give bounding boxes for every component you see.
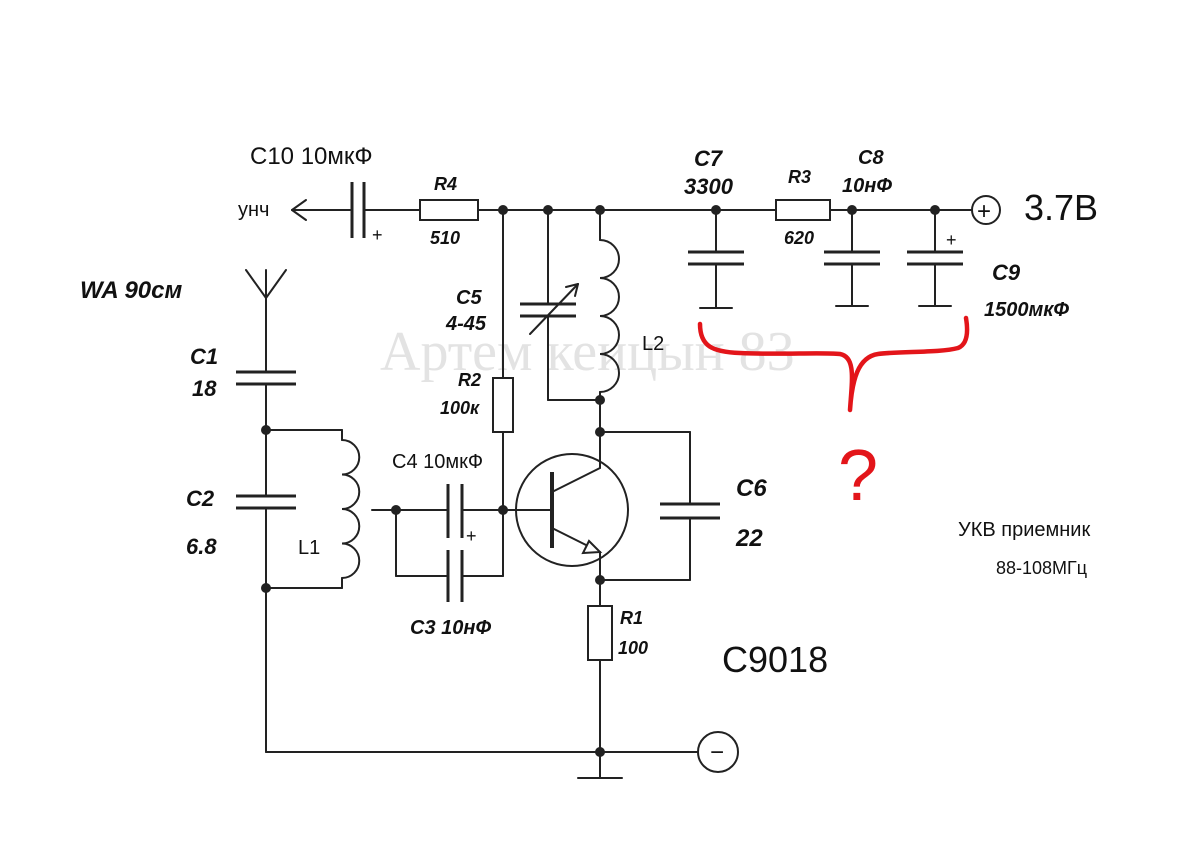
r3-value: 620 <box>784 228 814 248</box>
resistor-r2 <box>492 377 514 433</box>
output-arrow-icon <box>291 199 307 221</box>
c7-name: C7 <box>694 146 724 171</box>
capacitor-c7 <box>688 250 744 266</box>
negative-symbol: − <box>710 739 724 766</box>
positive-symbol: + <box>977 198 991 225</box>
capacitor-c4 <box>446 484 464 538</box>
c10-label: C10 10мкФ <box>250 143 373 170</box>
supply-voltage: 3.7В <box>1024 187 1098 228</box>
title-line-2: 88-108МГц <box>996 558 1087 578</box>
r1-value: 100 <box>618 638 648 658</box>
c2-name: C2 <box>186 486 215 511</box>
c6-value: 22 <box>735 525 763 552</box>
capacitor-c6 <box>660 502 720 520</box>
r4-name: R4 <box>434 174 457 194</box>
c9-name: C9 <box>992 260 1021 285</box>
c1-name: C1 <box>190 344 218 369</box>
r2-name: R2 <box>458 370 481 390</box>
resistor-r3 <box>775 199 831 221</box>
title-line-1: УКВ приемник <box>958 519 1090 541</box>
antenna-label: WA 90см <box>80 277 182 304</box>
capacitor-c9 <box>907 250 963 266</box>
c3-label: C3 10нФ <box>410 617 491 639</box>
negative-terminal-icon: − <box>697 731 739 773</box>
transistor-label: C9018 <box>722 639 828 680</box>
r2-value: 100к <box>440 398 480 418</box>
capacitor-c1 <box>236 370 296 386</box>
inductor-l2 <box>599 239 620 393</box>
transistor-c9018 <box>515 453 629 567</box>
c5-value: 4-45 <box>445 313 487 335</box>
capacitor-c8 <box>824 250 880 266</box>
c10-polarity: + <box>372 225 383 245</box>
c4-label: C4 10мкФ <box>392 451 483 473</box>
positive-terminal-icon: + <box>971 195 1001 225</box>
inductor-l1 <box>341 439 361 579</box>
c8-name: C8 <box>858 147 884 169</box>
capacitor-c3 <box>446 550 464 602</box>
c9-value: 1500мкФ <box>984 299 1069 321</box>
output-label: унч <box>238 199 269 221</box>
question-mark-annotation: ? <box>838 436 878 516</box>
r4-value: 510 <box>430 228 460 248</box>
resistor-r1 <box>587 605 613 661</box>
resistor-r4 <box>419 199 479 221</box>
junction-dots <box>261 205 940 757</box>
capacitor-c2 <box>236 494 296 510</box>
l1-label: L1 <box>298 537 320 559</box>
capacitor-c10 <box>350 182 366 238</box>
c5-name: C5 <box>456 287 482 309</box>
red-brace-annotation <box>697 315 970 413</box>
r1-name: R1 <box>620 608 643 628</box>
c7-value: 3300 <box>684 174 734 199</box>
c1-value: 18 <box>192 376 217 401</box>
r3-name: R3 <box>788 167 811 187</box>
c4-polarity: + <box>466 526 477 546</box>
l2-label: L2 <box>642 333 664 355</box>
trimmer-capacitor-c5 <box>520 283 579 335</box>
c8-value: 10нФ <box>842 175 892 197</box>
c6-name: C6 <box>736 475 767 502</box>
antenna-icon <box>245 269 287 299</box>
c9-polarity: + <box>946 230 957 250</box>
c2-value: 6.8 <box>186 534 217 559</box>
